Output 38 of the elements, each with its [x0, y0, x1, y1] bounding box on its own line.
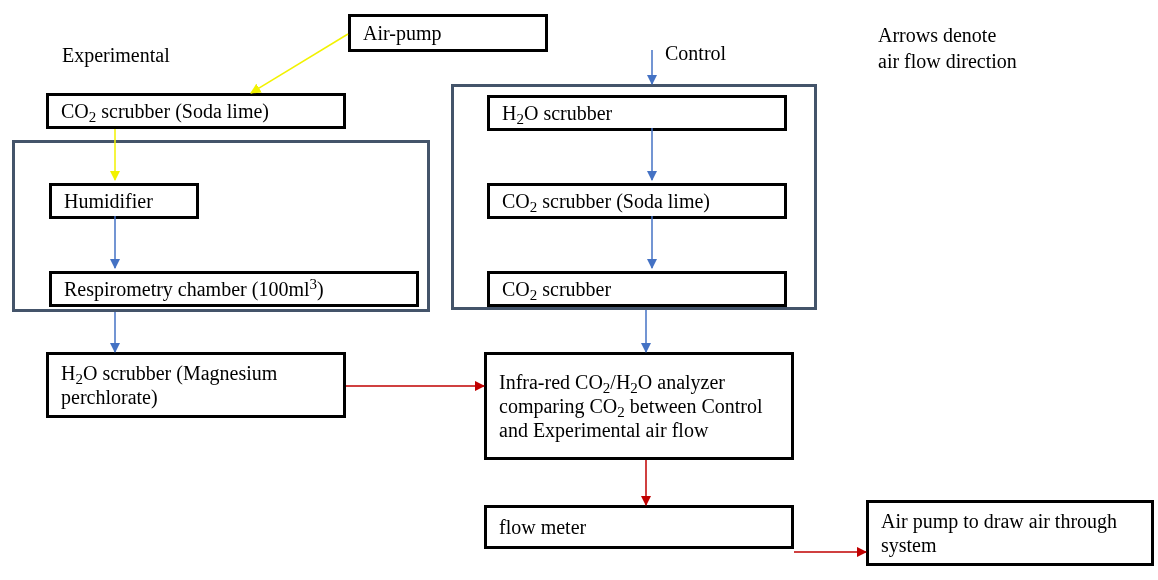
arrow	[640, 459, 652, 507]
box-text: Respirometry chamber (100ml$^{3}$)	[64, 277, 325, 301]
group-box	[12, 140, 430, 312]
arrow	[109, 311, 121, 354]
note-text: Experimental	[62, 43, 171, 68]
box-text: H$_{2}$O scrubber	[502, 101, 614, 125]
process-box	[487, 271, 787, 307]
box-text: CO$_{2}$ scrubber (Soda lime)	[61, 99, 271, 123]
process-box	[487, 183, 787, 219]
arrow	[646, 215, 658, 270]
process-box	[46, 352, 346, 418]
process-box	[866, 500, 1154, 566]
process-box	[348, 14, 548, 52]
box-text: Air-pump	[363, 21, 443, 45]
arrow	[109, 215, 121, 270]
arrow	[109, 128, 121, 182]
box-text: Humidifier	[64, 189, 154, 213]
arrow	[793, 546, 868, 558]
process-box	[46, 93, 346, 129]
note-text: Arrows denote air flow direction	[878, 23, 1018, 74]
arrow	[345, 380, 486, 392]
box-text: H$_{2}$O scrubber (Magnesium perchlorate)	[61, 361, 279, 409]
process-box	[49, 271, 419, 307]
group-box	[451, 84, 817, 310]
arrow	[646, 127, 658, 182]
arrow	[646, 49, 658, 86]
box-text: CO$_{2}$ scrubber (Soda lime)	[502, 189, 712, 213]
process-box	[484, 352, 794, 460]
box-text: Infra-red CO$_{2}$/H$_{2}$O analyzer comparing CO$_{2}$ between Control and Experimental air flow	[499, 370, 764, 442]
box-text: flow meter	[499, 515, 588, 539]
note-text: Control	[665, 41, 728, 66]
box-text: Air pump to draw air through system	[881, 509, 1119, 557]
box-text: CO$_{2}$ scrubber	[502, 277, 613, 301]
process-box	[484, 505, 794, 549]
arrow	[640, 309, 652, 354]
process-box	[487, 95, 787, 131]
arrow	[250, 33, 349, 94]
process-box	[49, 183, 199, 219]
